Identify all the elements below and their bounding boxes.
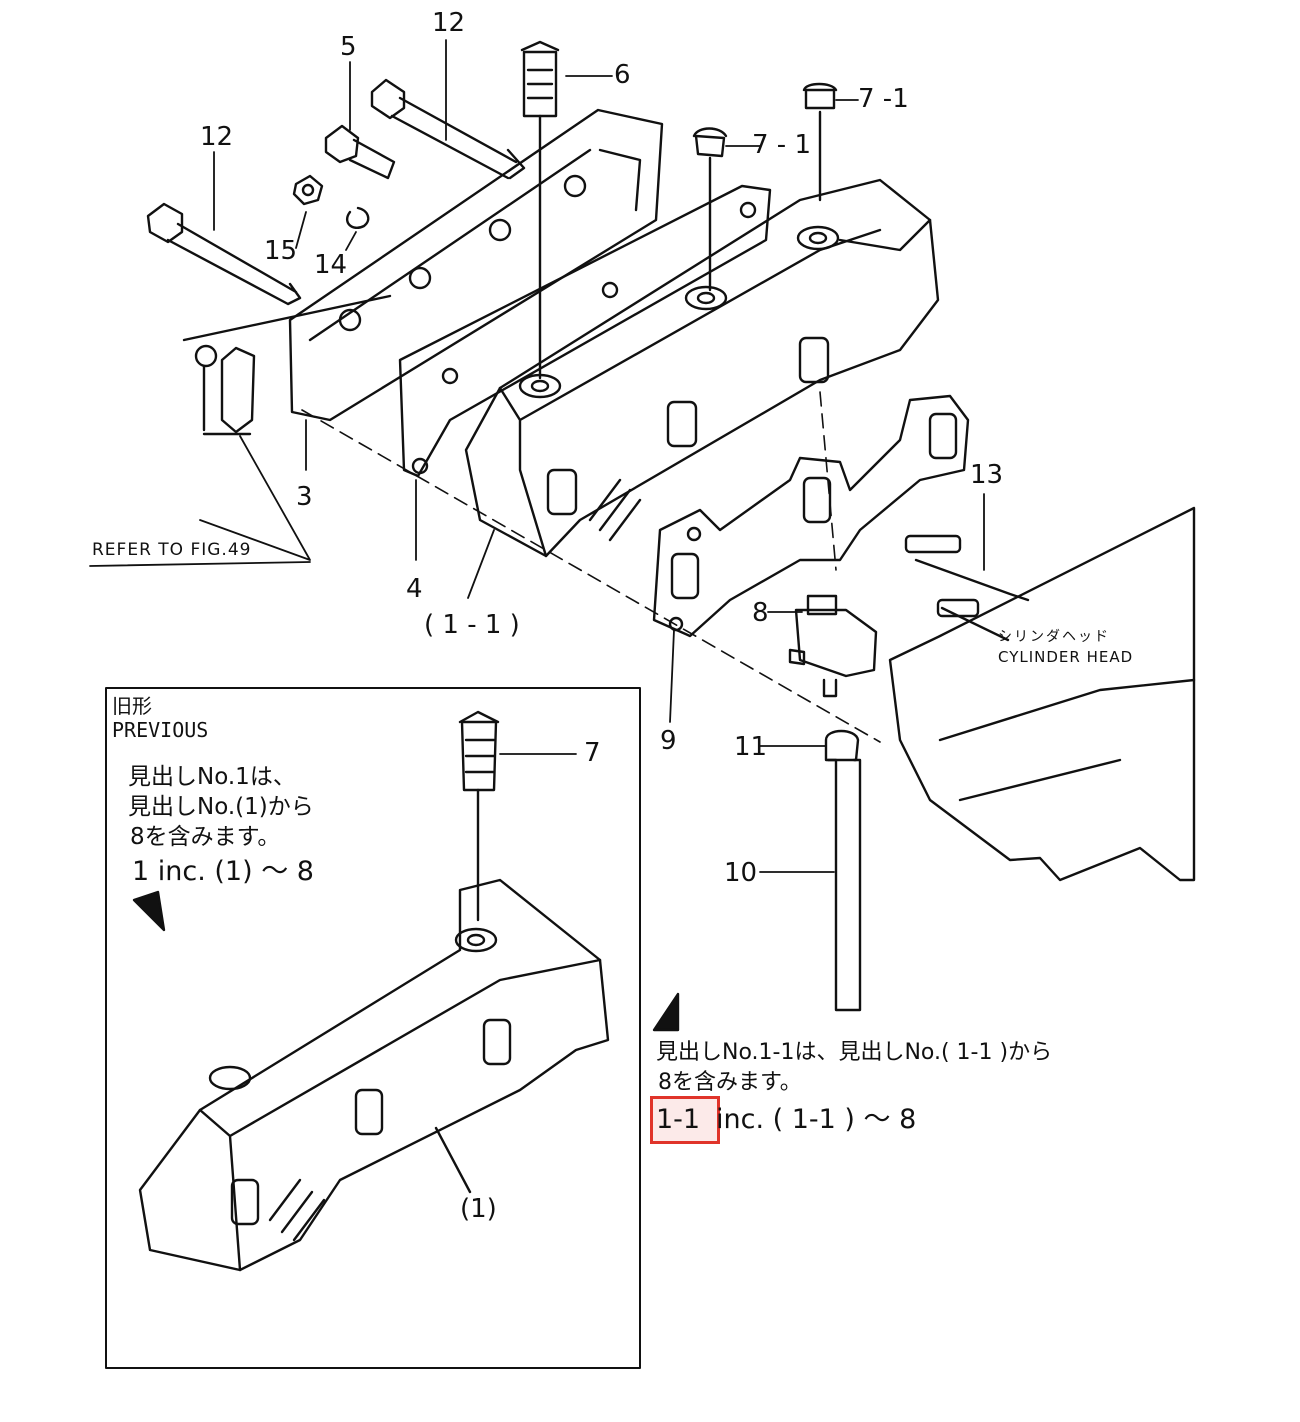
current-note-line2: 8を含みます。: [658, 1070, 802, 1095]
pointer-current: [652, 992, 680, 1032]
manifold-1-old: [138, 878, 610, 1272]
guide-lines: [301, 391, 881, 743]
gasket-plate-3: [288, 108, 664, 422]
gasket-4: [398, 184, 772, 478]
callout-9: 9: [660, 726, 677, 756]
previous-note-line3: 8を含みます。: [130, 824, 281, 850]
callout-12-upper: 12: [432, 8, 466, 38]
pointer-previous: [132, 890, 166, 932]
callout-7: 7: [584, 738, 601, 768]
fitting-8: [788, 594, 878, 698]
previous-note-line1: 見出しNo.1は、: [128, 764, 296, 790]
bolt-12-lower: [146, 202, 302, 306]
callout-1-1: ( 1 - 1 ): [424, 610, 520, 640]
washer-14: [345, 206, 370, 229]
plug-7-old: [458, 710, 500, 922]
callout-7-1-right: 7 -1: [858, 84, 909, 114]
callout-14: 14: [314, 250, 348, 280]
previous-inc: 1 inc. (1) ～ 8: [132, 856, 314, 887]
plug-6: [520, 40, 560, 380]
callout-4: 4: [406, 574, 423, 604]
nut-15: [292, 174, 324, 206]
bolt-12-upper: [370, 78, 526, 180]
cylinder-head: [888, 506, 1196, 882]
previous-title-jp: 旧形: [112, 694, 152, 718]
plug-7-1-left: [692, 127, 728, 292]
current-inc-id: 1-1: [656, 1104, 701, 1135]
cylinder-head-label-en: CYLINDER HEAD: [998, 648, 1134, 666]
cylinder-head-label-jp: シリンダヘッド: [998, 629, 1110, 645]
callout-7-1-left: 7 - 1: [752, 130, 811, 160]
current-note-line1: 見出しNo.1-1は、見出しNo.( 1-1 )から: [656, 1040, 1053, 1065]
callout-3: 3: [296, 482, 313, 512]
callout-15: 15: [264, 236, 298, 266]
callout-10: 10: [724, 858, 758, 888]
plug-7-1-right: [802, 82, 838, 202]
callout-6: 6: [614, 60, 631, 90]
leader-lines: [89, 39, 985, 873]
exhaust-gasket-9: [652, 394, 970, 638]
callout-11: 11: [734, 732, 768, 762]
highlight-box: [650, 1096, 720, 1144]
bracket: [182, 294, 392, 436]
callout-1: (1): [460, 1194, 497, 1224]
callout-12-lower: 12: [200, 122, 234, 152]
callout-8: 8: [752, 598, 769, 628]
manifold-1-1: [464, 178, 940, 558]
refer-note: REFER TO FIG.49: [92, 540, 252, 560]
callout-13: 13: [970, 460, 1004, 490]
pipe-10: [824, 729, 862, 1012]
bolt-5: [324, 124, 396, 180]
previous-note-line2: 見出しNo.(1)から: [128, 794, 314, 820]
callout-5: 5: [340, 32, 357, 62]
previous-box: [105, 687, 641, 1369]
previous-title-en: PREVIOUS: [112, 718, 209, 742]
current-inc-rest: inc. ( 1-1 ) ～ 8: [716, 1104, 917, 1135]
